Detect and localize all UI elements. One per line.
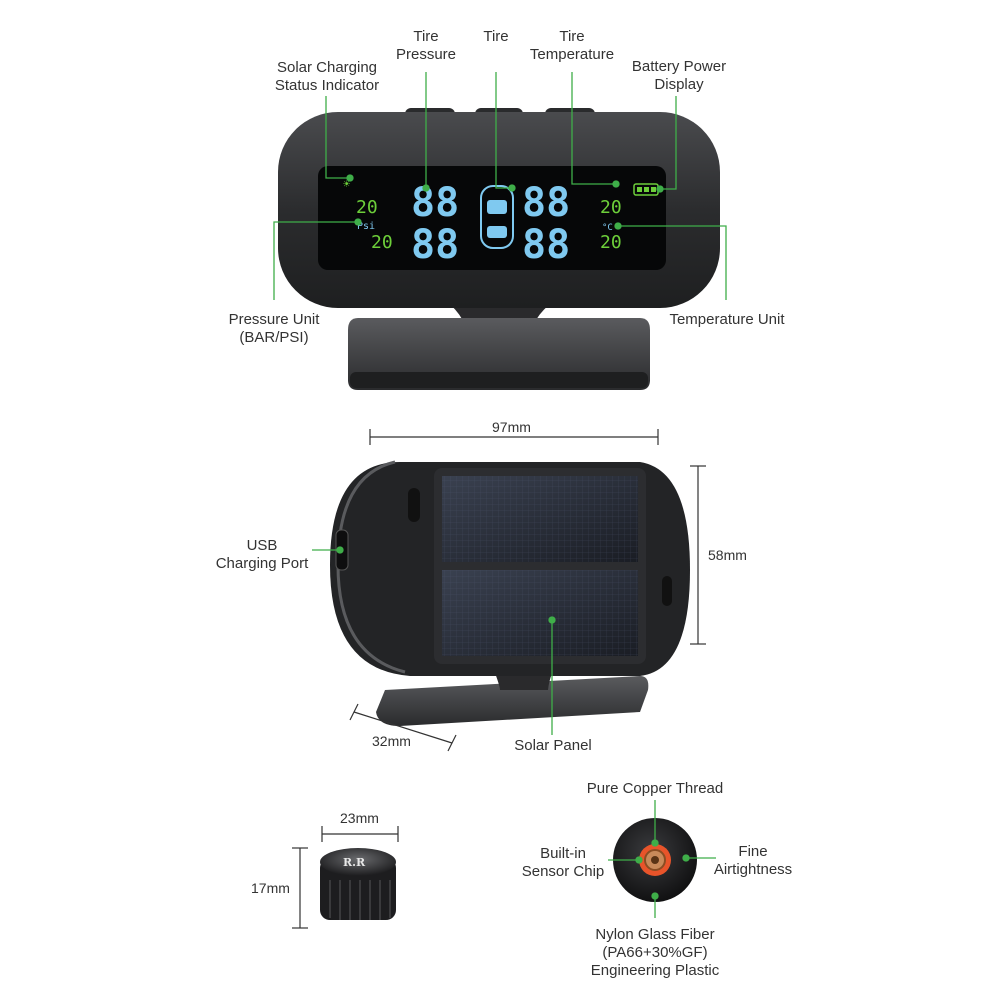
big-digits-br: 88	[522, 222, 570, 268]
big-digits-tl: 88	[411, 180, 459, 226]
small-reading-bl: 20	[371, 232, 393, 253]
stand-base-edge	[350, 372, 648, 388]
dim-height: 58mm	[708, 547, 747, 563]
label-sensor-chip: Built-in Sensor Chip	[521, 845, 605, 880]
lcd-content: ☀ Psi 20 20 88 88 88 88 20 °C 20	[343, 177, 661, 268]
label-nylon: Nylon Glass Fiber (PA66+30%GF) Engineeri…	[590, 926, 720, 979]
sensor-face-view	[613, 818, 697, 902]
dim-sensor-height: 17mm	[251, 880, 290, 896]
label-solar-status: Solar Charging Status Indicator	[274, 59, 380, 94]
sensor-cap-top	[320, 848, 396, 876]
small-reading-tl: 20	[356, 197, 378, 218]
monitor-back-view	[330, 460, 690, 726]
callout-pressure-unit	[273, 221, 358, 300]
middle-dimension-lines	[349, 429, 706, 752]
label-tire-pressure: Tire Pressure	[395, 28, 457, 63]
back-stand-base	[376, 676, 649, 726]
celsius-unit-text: °C	[602, 223, 613, 233]
label-temperature-unit: Temperature Unit	[669, 311, 785, 328]
label-solar-panel: Solar Panel	[514, 737, 592, 754]
lcd-screen	[318, 166, 666, 270]
label-usb-port: USB Charging Port	[215, 537, 309, 572]
label-copper-thread: Pure Copper Thread	[586, 780, 724, 797]
big-digits-tr: 88	[522, 180, 570, 226]
depth-dimension-line	[353, 711, 453, 744]
label-tire: Tire	[483, 28, 509, 45]
car-icon	[480, 185, 514, 249]
psi-unit-text: Psi	[357, 221, 375, 232]
middle-callouts	[312, 546, 556, 735]
back-slot-left	[408, 488, 420, 522]
sensor-callouts	[608, 800, 716, 918]
callout-temperature-unit	[618, 225, 727, 300]
back-slot-right	[662, 576, 672, 606]
sensor-dimension-lines	[292, 826, 399, 929]
label-battery: Battery Power Display	[631, 58, 727, 93]
big-digits-bl: 88	[411, 222, 459, 268]
solar-indicator-icon: ☀	[343, 177, 351, 191]
callout-solar	[325, 96, 350, 179]
sensor-cap-side: R.R	[320, 848, 396, 920]
dim-depth: 32mm	[372, 733, 411, 749]
label-pressure-unit: Pressure Unit (BAR/PSI)	[228, 311, 320, 346]
dim-width: 97mm	[492, 419, 531, 435]
label-tire-temperature: Tire Temperature	[529, 28, 615, 63]
small-reading-br: 20	[600, 232, 622, 253]
top-callouts	[273, 72, 727, 300]
dim-sensor-width: 23mm	[340, 810, 379, 826]
small-reading-tr: 20	[600, 197, 622, 218]
callout-battery	[660, 96, 677, 190]
callout-tire	[495, 72, 512, 189]
sensor-cap-label: R.R	[343, 856, 366, 869]
callout-temperature	[571, 72, 616, 185]
label-airtightness: Fine Airtightness	[713, 843, 793, 878]
